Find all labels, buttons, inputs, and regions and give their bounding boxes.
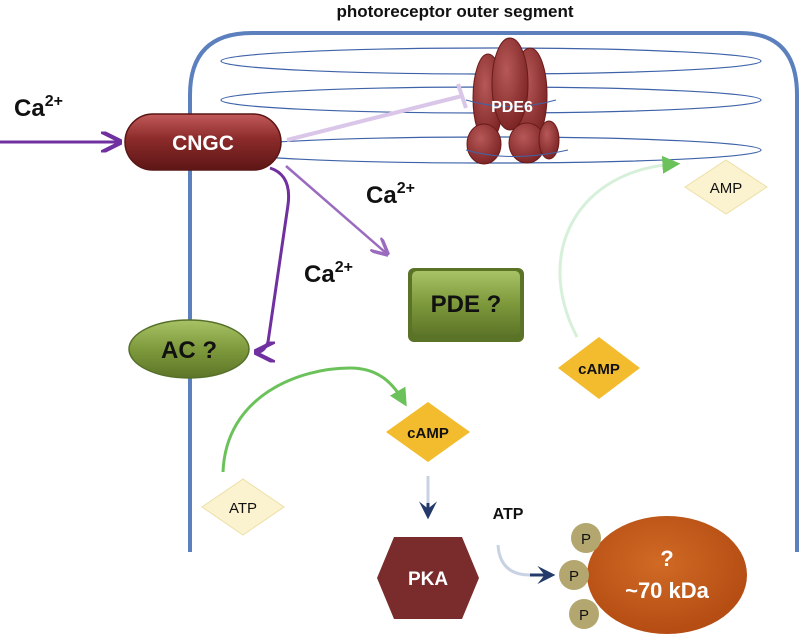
cngc-label: CNGC: [172, 132, 234, 155]
camp-right-label: cAMP: [578, 361, 620, 378]
camp-right-node: cAMP: [558, 337, 640, 399]
pde-unknown: PDE ?: [408, 268, 524, 342]
atp-left-label: ATP: [229, 500, 257, 517]
camp-center-label: cAMP: [407, 425, 449, 442]
phosphate-group: P: [569, 599, 599, 629]
pka-node: PKA: [377, 537, 479, 619]
phosphorylation-arrow: [496, 544, 556, 584]
protein-kda-label: ~70 kDa: [625, 578, 710, 603]
ca-outside-label: Ca2+: [14, 93, 63, 122]
outer-segment-membrane: [188, 31, 799, 552]
atp-to-camp-arrow: [221, 366, 407, 473]
phosphate-group: P: [571, 523, 601, 553]
pde-label: PDE ?: [431, 291, 502, 318]
pde6-complex: PDE6: [465, 37, 569, 165]
amp-node: AMP: [684, 159, 768, 215]
ca-left-label: Ca2+: [304, 259, 353, 288]
ca-to-ac-arrow: [258, 166, 291, 352]
atp-left-node: ATP: [201, 478, 285, 536]
pka-label: PKA: [408, 569, 448, 590]
ac-label: AC ?: [161, 337, 217, 364]
phosphate-group: P: [559, 560, 589, 590]
inhibition-line: [286, 83, 468, 142]
adenylyl-cyclase: AC ?: [128, 319, 250, 379]
ca-to-pde-arrow: [285, 165, 386, 253]
svg-text:P: P: [569, 568, 579, 585]
target-protein: ? ~70 kDa: [587, 516, 747, 634]
camp-to-amp-arrow: [558, 155, 681, 338]
amp-label: AMP: [710, 180, 743, 197]
pde6-label: PDE6: [491, 99, 533, 116]
protein-question-label: ?: [660, 546, 673, 571]
camp-center-node: cAMP: [386, 402, 470, 462]
atp-right-label: ATP: [493, 506, 524, 523]
svg-text:P: P: [581, 531, 591, 548]
ca-mid-label: Ca2+: [366, 180, 415, 209]
cngc-channel: CNGC: [124, 113, 282, 171]
diagram-title: photoreceptor outer segment: [336, 2, 573, 21]
svg-text:P: P: [579, 607, 589, 624]
